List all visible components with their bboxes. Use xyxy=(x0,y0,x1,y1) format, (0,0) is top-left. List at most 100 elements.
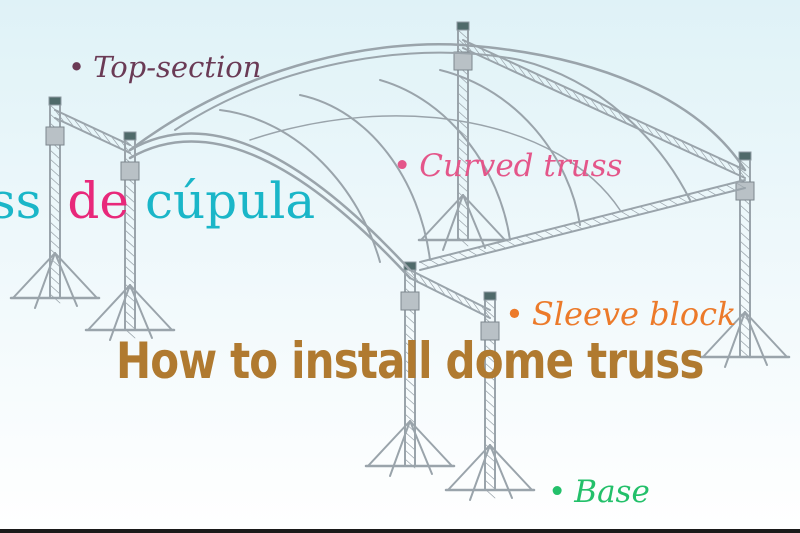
tower-brace xyxy=(458,228,468,237)
top-section-cap xyxy=(484,292,496,300)
tower-brace xyxy=(125,302,135,311)
beam-brace xyxy=(630,209,640,215)
tower-brace xyxy=(485,435,495,444)
tower-brace xyxy=(405,396,415,405)
tower-brace xyxy=(740,232,750,241)
beam-brace xyxy=(506,240,516,246)
bullet-dot: • xyxy=(548,474,566,510)
tower-brace xyxy=(740,340,750,349)
tower-brace xyxy=(405,450,415,459)
spanish-word-1: ss xyxy=(0,172,41,230)
tower-brace xyxy=(125,275,135,284)
beam-brace xyxy=(563,226,573,232)
tower-brace xyxy=(458,210,468,219)
tower-brace xyxy=(405,441,415,450)
tower-brace xyxy=(50,267,60,276)
tower-brace xyxy=(50,240,60,249)
beam-brace xyxy=(535,233,545,239)
beam-brace xyxy=(439,257,449,263)
beam-brace xyxy=(525,235,535,241)
tower-brace xyxy=(458,102,468,111)
top-section-cap xyxy=(124,132,136,140)
tower-brace xyxy=(458,111,468,120)
tower-brace xyxy=(740,214,750,223)
outrigger xyxy=(390,421,410,476)
outrigger xyxy=(368,421,410,466)
outrigger xyxy=(443,195,463,250)
outrigger xyxy=(88,285,130,330)
beam-brace xyxy=(659,202,669,208)
outrigger xyxy=(55,253,97,298)
beam-brace xyxy=(583,221,593,227)
beam-brace xyxy=(468,250,478,256)
tower-brace xyxy=(50,159,60,168)
beam-brace xyxy=(487,245,497,251)
label-text: Top-section xyxy=(93,50,261,84)
tower-brace xyxy=(125,311,135,320)
label-top-section: •Top-section xyxy=(68,50,261,84)
beam-brace xyxy=(516,238,526,244)
beam-brace xyxy=(544,231,554,237)
tower-brace xyxy=(458,30,468,39)
label-text: Sleeve block xyxy=(532,295,737,333)
tower-brace xyxy=(458,84,468,93)
tower-brace xyxy=(740,295,750,304)
label-curved-truss: •Curved truss xyxy=(393,148,622,184)
beam-brace xyxy=(496,243,506,249)
tower-brace xyxy=(50,276,60,285)
tower-brace xyxy=(485,426,495,435)
side-beam-front xyxy=(410,270,490,310)
outrigger xyxy=(745,312,787,357)
tower-brace xyxy=(125,248,135,257)
tower-brace xyxy=(405,315,415,324)
tower-brace xyxy=(50,150,60,159)
outrigger xyxy=(35,253,55,308)
side-beam-front xyxy=(410,278,490,318)
tower-brace xyxy=(125,320,135,329)
beam-brace xyxy=(707,190,717,196)
tower-brace xyxy=(740,259,750,268)
tower-brace xyxy=(485,399,495,408)
tower-brace xyxy=(740,286,750,295)
top-section-cap xyxy=(739,152,751,160)
tower-brace xyxy=(740,277,750,286)
beam-brace xyxy=(640,207,650,213)
label-sleeve-block: •Sleeve block xyxy=(505,295,736,333)
beam-brace xyxy=(458,252,468,258)
tower-brace xyxy=(125,239,135,248)
tower-brace xyxy=(405,405,415,414)
label-base: •Base xyxy=(548,474,650,510)
beam-brace xyxy=(430,260,440,266)
tower-brace xyxy=(485,417,495,426)
outrigger xyxy=(13,253,55,298)
beam-brace xyxy=(649,204,659,210)
headline: How to install dome truss xyxy=(116,332,603,390)
label-text: Curved truss xyxy=(419,148,622,184)
outrigger xyxy=(448,445,490,490)
tower-brace xyxy=(485,390,495,399)
tower-brace xyxy=(740,268,750,277)
tower-brace xyxy=(125,230,135,239)
beam-brace xyxy=(602,216,612,222)
bullet-dot: • xyxy=(68,50,85,84)
tower-brace xyxy=(740,205,750,214)
beam-brace xyxy=(554,228,564,234)
label-text: Base xyxy=(574,474,650,510)
outrigger xyxy=(490,445,532,490)
spanish-word-2: de xyxy=(67,172,129,230)
tower-brace xyxy=(458,93,468,102)
beam-brace xyxy=(420,262,430,268)
bottom-border xyxy=(0,529,800,533)
sleeve-block xyxy=(454,52,472,70)
tower-brace xyxy=(485,480,495,489)
beam-brace xyxy=(716,187,726,193)
beam-brace xyxy=(669,199,679,205)
tower-brace xyxy=(485,408,495,417)
bullet-dot: • xyxy=(505,295,524,333)
tower-brace xyxy=(740,331,750,340)
tower-brace xyxy=(458,237,468,246)
tower-brace xyxy=(485,462,495,471)
beam-brace xyxy=(592,219,602,225)
outrigger xyxy=(463,195,505,240)
